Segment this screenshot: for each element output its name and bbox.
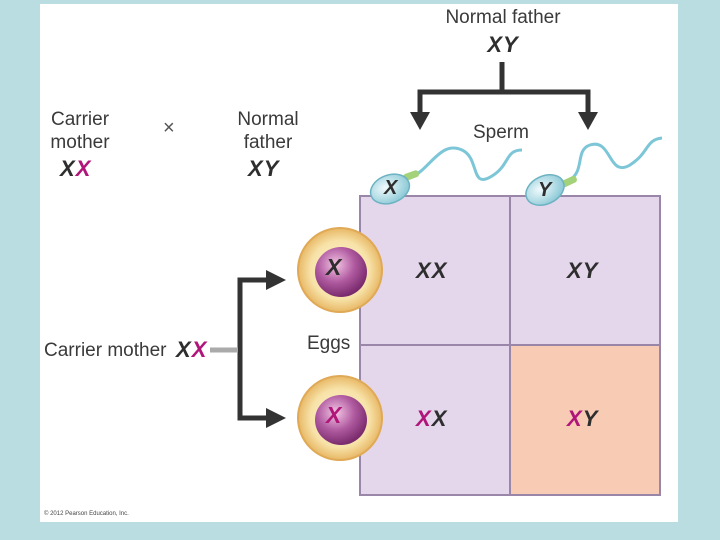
cross-father-allele-2: Y: [263, 156, 280, 181]
sperm-head-y: [525, 174, 565, 206]
sperm-y-chromosome: Y: [538, 179, 553, 201]
cross-mother-genotype: XX: [60, 158, 91, 180]
arrowhead-right-sperm: [578, 112, 598, 130]
eggs-label: Eggs: [307, 333, 351, 354]
punnett-cell-4: [510, 345, 660, 495]
punnett-square: [359, 195, 661, 496]
arrowhead-left-sperm: [410, 112, 430, 130]
punnett-cell-3: [360, 345, 510, 495]
cell-3-allele-b: X: [431, 406, 448, 431]
carrier-mother-allele-2: X: [191, 337, 208, 362]
father-split-arrow: [417, 62, 591, 112]
cell-4-allele-a: X: [567, 406, 583, 431]
sperm-tail-y: [569, 136, 663, 182]
sperm-x-chromosome: X: [384, 177, 399, 199]
cross-mother-allele-2: X: [75, 156, 92, 181]
punnett-cell-1: [360, 196, 510, 345]
cell-4-allele-b: Y: [582, 406, 599, 431]
sperm-head-x: [369, 173, 411, 205]
cell-genotype-4: XY: [567, 408, 598, 430]
punnett-cell-2: [510, 196, 660, 345]
egg-top-chromosome: X: [326, 254, 343, 280]
cell-2-allele-a: X: [567, 258, 583, 283]
top-father-label: Normal father: [445, 7, 561, 28]
carrier-mother-label: Carrier mother: [44, 340, 167, 361]
cross-father-label: Normal father: [237, 109, 299, 153]
cell-1-allele-b: X: [431, 258, 448, 283]
cross-mother-label: Carrier mother: [50, 109, 110, 153]
cell-genotype-1: XX: [416, 260, 447, 282]
cell-genotype-2: XY: [567, 260, 598, 282]
cross-mother-allele-1: X: [60, 156, 76, 181]
cell-2-allele-b: Y: [582, 258, 599, 283]
cross-father-allele-1: X: [248, 156, 264, 181]
top-father-genotype: XY: [487, 32, 519, 57]
egg-bottom-chromosome: X: [326, 402, 343, 428]
arrowhead-bottom-egg: [266, 408, 286, 428]
cell-3-allele-a: X: [416, 406, 432, 431]
cell-1-allele-a: X: [416, 258, 432, 283]
cell-genotype-3: XX: [416, 408, 447, 430]
cross-times-symbol: ×: [163, 117, 175, 139]
egg-top: [297, 227, 383, 313]
carrier-mother-allele-1: X: [176, 337, 192, 362]
sperm-tail-x: [409, 146, 523, 181]
carrier-mother-genotype: XX: [176, 339, 207, 361]
copyright-notice: © 2012 Pearson Education, Inc.: [44, 511, 129, 517]
arrowhead-top-egg: [266, 270, 286, 290]
cross-father-genotype: XY: [248, 158, 279, 180]
egg-bottom: [297, 375, 383, 461]
sperm-label: Sperm: [473, 122, 529, 143]
